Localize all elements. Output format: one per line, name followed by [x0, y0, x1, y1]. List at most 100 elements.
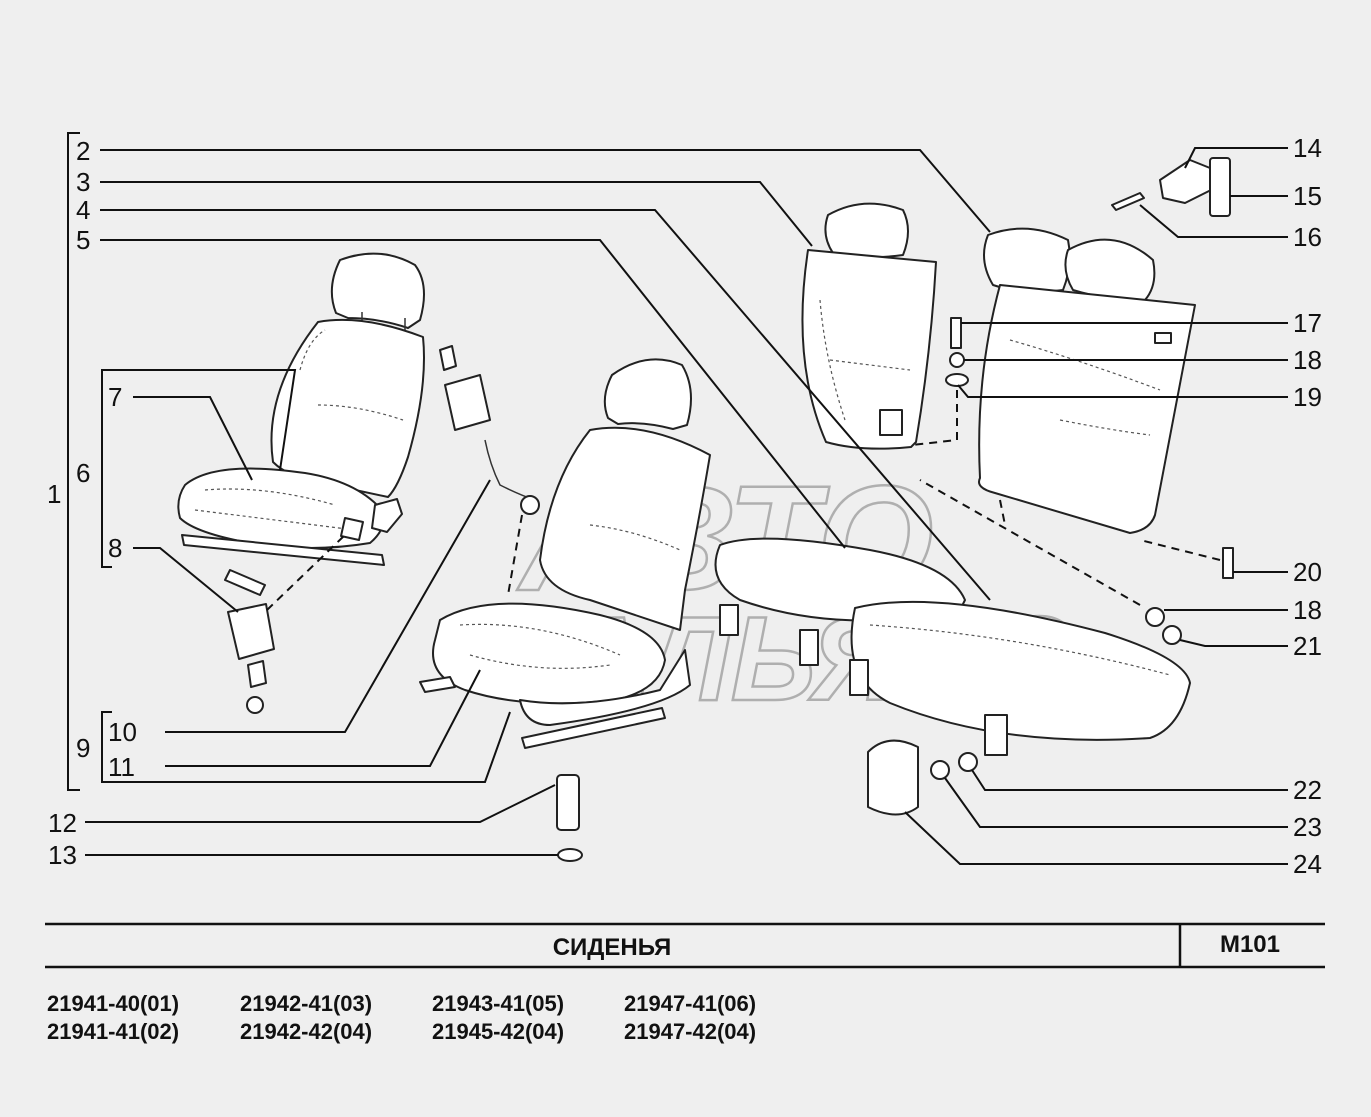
model-code: 21942-42(04) [240, 1019, 372, 1044]
bolt-20 [1222, 547, 1234, 579]
buckle-housing-upper [444, 374, 491, 431]
belt-buckle-assembly [227, 603, 275, 714]
striker-14 [1159, 159, 1216, 204]
rear-headrest-wide-1 [983, 227, 1071, 293]
leader-24 [904, 811, 1288, 865]
buckle-anchor-bolt [246, 696, 264, 714]
callout-16: 16 [1293, 222, 1322, 252]
rear-headrest-wide-2 [1064, 238, 1156, 301]
callout-9: 9 [76, 733, 90, 763]
rear-backrest-narrow [801, 202, 937, 450]
seat-lever-left [224, 569, 266, 596]
front-seat-right [419, 358, 711, 749]
belt-latch-left [340, 517, 364, 541]
arrow-bolt-20-a [1139, 539, 1221, 561]
rear-backrest-narrow-seams [819, 299, 911, 421]
leader-3 [100, 181, 813, 247]
page-code: M101 [1220, 931, 1280, 958]
backrest-seams-left [299, 329, 404, 421]
front-headrest-right [603, 358, 692, 430]
title-block: СИДЕНЬЯ M101 [45, 922, 1325, 969]
recliner-knob-left [371, 498, 403, 533]
leader-21 [1179, 639, 1288, 647]
leader-6 [112, 369, 297, 471]
callout-18b: 18 [1293, 595, 1322, 625]
callout-14: 14 [1293, 133, 1322, 163]
callout-7: 7 [108, 382, 122, 412]
rear-cushion-wide-seam [869, 624, 1171, 676]
cushion-seams-right [459, 623, 621, 669]
callout-13: 13 [48, 840, 77, 870]
leader-19 [957, 384, 1288, 398]
callout-8: 8 [108, 533, 122, 563]
backrest-seam-right [589, 524, 681, 551]
arrow-cushion-to-backrest [919, 479, 1141, 606]
washer-13 [557, 848, 583, 862]
buckle-strap [247, 660, 267, 688]
seat-rail-right [521, 707, 666, 749]
front-seat-left [177, 252, 425, 596]
striker-plate-15 [1209, 157, 1231, 217]
leader-23 [944, 777, 1288, 828]
callout-18a: 18 [1293, 345, 1322, 375]
rear-backrest-wide [978, 227, 1196, 534]
callout-21: 21 [1293, 631, 1322, 661]
cushion-seams-left [194, 488, 356, 531]
callout-5: 5 [76, 225, 90, 255]
callout-24: 24 [1293, 849, 1322, 879]
front-headrest-left [330, 252, 425, 329]
leader-10 [165, 479, 491, 733]
callout-10: 10 [108, 717, 137, 747]
model-code: 21941-40(01) [47, 991, 179, 1016]
model-code: 21947-41(06) [624, 991, 756, 1016]
arrow-buckle-to-seat [266, 534, 346, 611]
buckle-tongue [439, 345, 457, 371]
washer-18b [1145, 607, 1165, 627]
callout-3: 3 [76, 167, 90, 197]
leader-2 [100, 149, 991, 233]
nut-21 [1162, 625, 1182, 645]
washer-18a [949, 352, 965, 368]
model-code: 21943-41(05) [432, 991, 564, 1016]
model-code: 21945-42(04) [432, 1019, 564, 1044]
leader-12 [85, 784, 556, 823]
rear-backrest-wide-clip [1154, 332, 1172, 344]
seat-rail-left [181, 534, 385, 566]
callout-22: 22 [1293, 775, 1322, 805]
screw-16 [1111, 192, 1145, 211]
callout-6: 6 [76, 458, 90, 488]
callout-2: 2 [76, 136, 90, 166]
belt-buckle-upper [439, 345, 540, 515]
arrow-backrest-latch [911, 390, 958, 446]
rear-backrest-latch [879, 409, 903, 436]
seat-side-trim-right [519, 649, 691, 726]
bracket-1 [67, 132, 80, 791]
leader-14 [1184, 147, 1288, 169]
leader-9 [112, 711, 511, 783]
callout-23: 23 [1293, 812, 1322, 842]
callout-17: 17 [1293, 308, 1322, 338]
callout-1: 1 [47, 479, 61, 509]
page-title: СИДЕНЬЯ [553, 934, 672, 961]
callout-numbers: 1 2 3 4 5 6 7 8 9 10 11 12 13 14 15 16 1… [47, 133, 1322, 879]
buckle-body [227, 603, 275, 660]
seat-lever-right [419, 676, 456, 693]
callout-11: 11 [108, 752, 135, 782]
callout-15: 15 [1293, 181, 1322, 211]
bolt-12 [556, 774, 580, 831]
callout-20: 20 [1293, 557, 1322, 587]
front-backrest-right [539, 426, 711, 631]
model-code: 21941-41(02) [47, 1019, 179, 1044]
model-codes: 21941-40(01) 21941-41(02) 21942-41(03) 2… [47, 991, 756, 1044]
rear-backrest-narrow-body [801, 249, 937, 450]
front-backrest-left [270, 318, 425, 498]
callout-12: 12 [48, 808, 77, 838]
nut-23 [930, 760, 950, 780]
leader-8 [133, 547, 239, 613]
buckle-anchor-upper [520, 495, 540, 515]
bolt-17 [950, 317, 962, 349]
washer-19 [945, 373, 969, 387]
leader-5 [100, 239, 846, 549]
